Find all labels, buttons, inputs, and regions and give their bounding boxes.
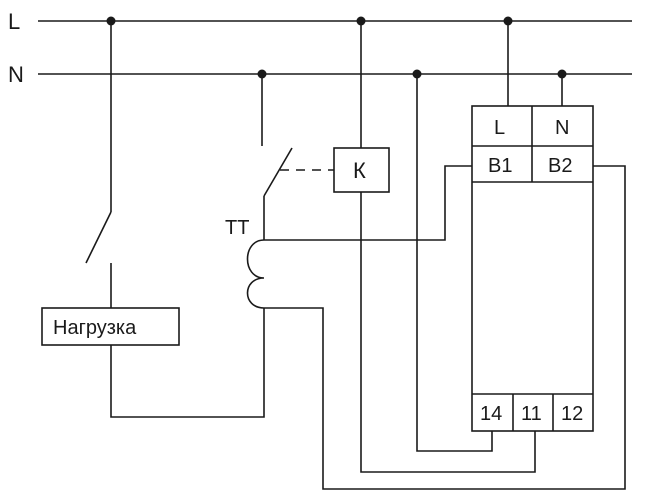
junction-dots bbox=[106, 16, 567, 79]
terminal-l-label: L bbox=[494, 117, 505, 139]
current-transformer-label: ТТ bbox=[225, 217, 249, 239]
current-transformer: ТТ bbox=[225, 165, 626, 490]
terminal-12-label: 12 bbox=[561, 403, 583, 425]
load-label: Нагрузка bbox=[53, 317, 137, 339]
bus-lines: L N bbox=[8, 9, 632, 87]
transformer-to-b1-wire bbox=[264, 165, 472, 241]
contactor-label: К bbox=[353, 158, 366, 183]
terminal-b1-label: B1 bbox=[488, 155, 512, 177]
load-return-wire bbox=[110, 308, 265, 418]
terminal-11-label: 11 bbox=[521, 403, 542, 425]
relay-module: L N B1 B2 14 11 12 bbox=[471, 105, 594, 432]
terminal-b2-label: B2 bbox=[548, 155, 572, 177]
terminal-14-label: 14 bbox=[480, 403, 502, 425]
phase-label: L bbox=[8, 9, 20, 34]
coil-to-terminal-11-wire bbox=[360, 192, 536, 473]
neutral-to-terminal-14-wire bbox=[416, 74, 493, 452]
load-branch: Нагрузка bbox=[41, 21, 265, 418]
terminal-n-label: N bbox=[555, 117, 569, 139]
contactor-contact-blade bbox=[263, 147, 293, 197]
manual-switch-blade bbox=[85, 211, 112, 264]
contactor-branch: К bbox=[261, 21, 536, 473]
neutral-label: N bbox=[8, 62, 24, 87]
transformer-to-b2-wire bbox=[264, 165, 626, 490]
transformer-coil-icon bbox=[246, 239, 265, 309]
load-box bbox=[41, 307, 180, 346]
